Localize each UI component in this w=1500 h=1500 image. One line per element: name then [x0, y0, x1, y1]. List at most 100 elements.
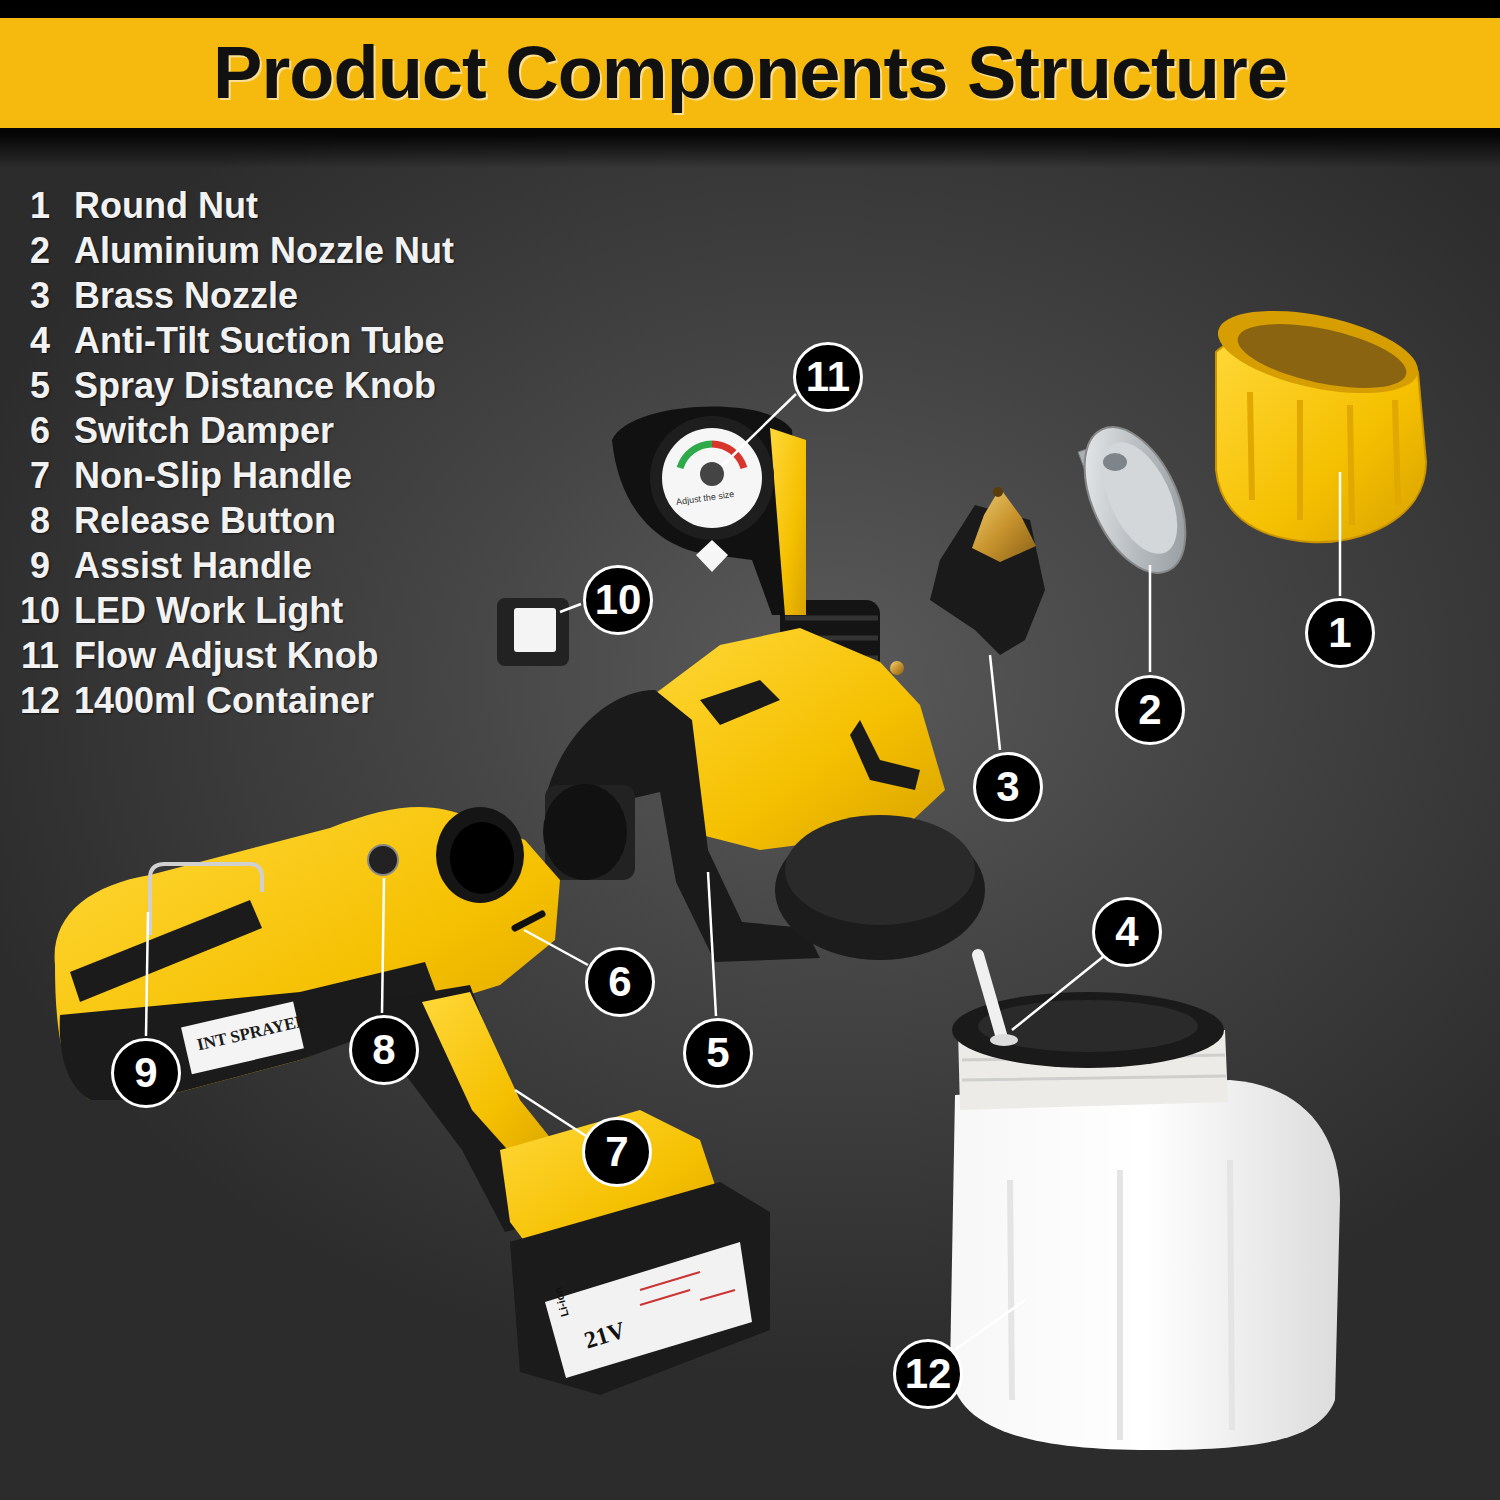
- part-name: 1400ml Container: [74, 681, 374, 721]
- round-nut: [1250, 392, 1398, 525]
- aluminium-nozzle-nut: [1064, 412, 1206, 589]
- callout-text: 8: [372, 1029, 395, 1071]
- leader-line: [708, 872, 716, 1016]
- part-name: Spray Distance Knob: [74, 366, 436, 406]
- round-nut: [1211, 296, 1426, 543]
- round-nut: [1211, 296, 1426, 409]
- list-number: 8: [12, 501, 68, 541]
- spray-head: [785, 815, 975, 925]
- part-name: Release Button: [74, 501, 336, 541]
- callout-text: 6: [608, 961, 631, 1003]
- callout-text: 2: [1138, 689, 1161, 731]
- sprayer-body: [545, 1242, 752, 1378]
- callout-number: 1: [1305, 598, 1375, 668]
- spray-head: [890, 661, 904, 675]
- sprayer-body: [450, 822, 514, 894]
- container: [1010, 1160, 1232, 1440]
- callout-text: 1: [1328, 612, 1351, 654]
- leader-line: [1149, 565, 1152, 672]
- leader-line: [560, 604, 581, 612]
- callout-number: 6: [585, 947, 655, 1017]
- callout-text: 10: [595, 579, 642, 621]
- list-number: 12: [12, 681, 68, 721]
- part-name: Aluminium Nozzle Nut: [74, 231, 454, 271]
- list-number: 1: [12, 186, 68, 226]
- sprayer-body: [70, 900, 262, 1002]
- list-number: 9: [12, 546, 68, 586]
- leader-line: [146, 912, 148, 1036]
- leader-line: [990, 655, 1000, 750]
- part-name: LED Work Light: [74, 591, 343, 631]
- leader-line: [722, 394, 796, 466]
- callout-text: 9: [134, 1052, 157, 1094]
- list-number: 3: [12, 276, 68, 316]
- flow-dial-inset: [700, 462, 724, 486]
- spray-head: [543, 784, 627, 880]
- spray-head: [497, 598, 985, 962]
- part-name: Brass Nozzle: [74, 276, 298, 316]
- callout-number: 9: [111, 1038, 181, 1108]
- callout-text: 7: [605, 1131, 628, 1173]
- part-name: Switch Damper: [74, 411, 334, 451]
- list-number: 6: [12, 411, 68, 451]
- round-nut: [1232, 312, 1411, 401]
- callout-text: 5: [706, 1032, 729, 1074]
- callout-text: 12: [905, 1353, 952, 1395]
- brass-nozzle: [930, 487, 1045, 655]
- aluminium-nozzle-nut: [1087, 431, 1192, 565]
- part-name: Flow Adjust Knob: [74, 636, 379, 676]
- container: [950, 1080, 1340, 1450]
- callout-number: 10: [583, 565, 653, 635]
- container: [950, 955, 1340, 1450]
- spray-head: [514, 608, 556, 652]
- callout-number: 11: [793, 342, 863, 412]
- aluminium-nozzle-nut: [1103, 453, 1127, 471]
- brass-nozzle: [972, 488, 1036, 562]
- spray-head: [497, 598, 569, 666]
- brass-nozzle: [993, 487, 1003, 497]
- flow-dial-inset: [770, 428, 806, 615]
- leader-line: [524, 930, 588, 965]
- spray-head: [700, 680, 780, 725]
- callout-text: 11: [806, 356, 850, 398]
- list-number: 2: [12, 231, 68, 271]
- list-number: 10: [12, 591, 68, 631]
- container: [978, 955, 1002, 1038]
- leader-line: [382, 878, 384, 1013]
- callout-number: 4: [1092, 897, 1162, 967]
- callout-number: 7: [582, 1117, 652, 1187]
- sprayer-body: [150, 864, 262, 935]
- container: [990, 1034, 1018, 1046]
- list-number: 5: [12, 366, 68, 406]
- callout-number: 12: [893, 1339, 963, 1409]
- part-name: Anti-Tilt Suction Tube: [74, 321, 445, 361]
- leader-line: [1012, 956, 1104, 1030]
- flow-dial-inset: [696, 540, 728, 572]
- sprayer-body: [436, 807, 524, 903]
- callout-number: 2: [1115, 675, 1185, 745]
- list-number: 7: [12, 456, 68, 496]
- callout-number: 8: [349, 1015, 419, 1085]
- sprayer-body: [515, 914, 542, 928]
- container: [978, 1000, 1198, 1052]
- leader-line: [1339, 472, 1342, 596]
- part-name: Non-Slip Handle: [74, 456, 352, 496]
- spray-head: [850, 720, 920, 790]
- sprayer-body: [368, 845, 398, 875]
- aluminium-nozzle-nut: [1064, 412, 1206, 589]
- callout-text: 4: [1115, 911, 1138, 953]
- leader-line: [955, 1300, 1025, 1350]
- part-name: Round Nut: [74, 186, 258, 226]
- list-number: 4: [12, 321, 68, 361]
- sprayer-body: [640, 1272, 735, 1305]
- sprayer-body: [55, 807, 770, 1395]
- sprayer-body: [510, 1182, 770, 1395]
- callout-number: 5: [683, 1018, 753, 1088]
- part-name: Assist Handle: [74, 546, 312, 586]
- list-number: 11: [12, 636, 68, 676]
- title: Product Components Structure: [0, 18, 1500, 128]
- callout-number: 3: [973, 752, 1043, 822]
- leader-line: [515, 1090, 586, 1136]
- callout-text: 3: [996, 766, 1019, 808]
